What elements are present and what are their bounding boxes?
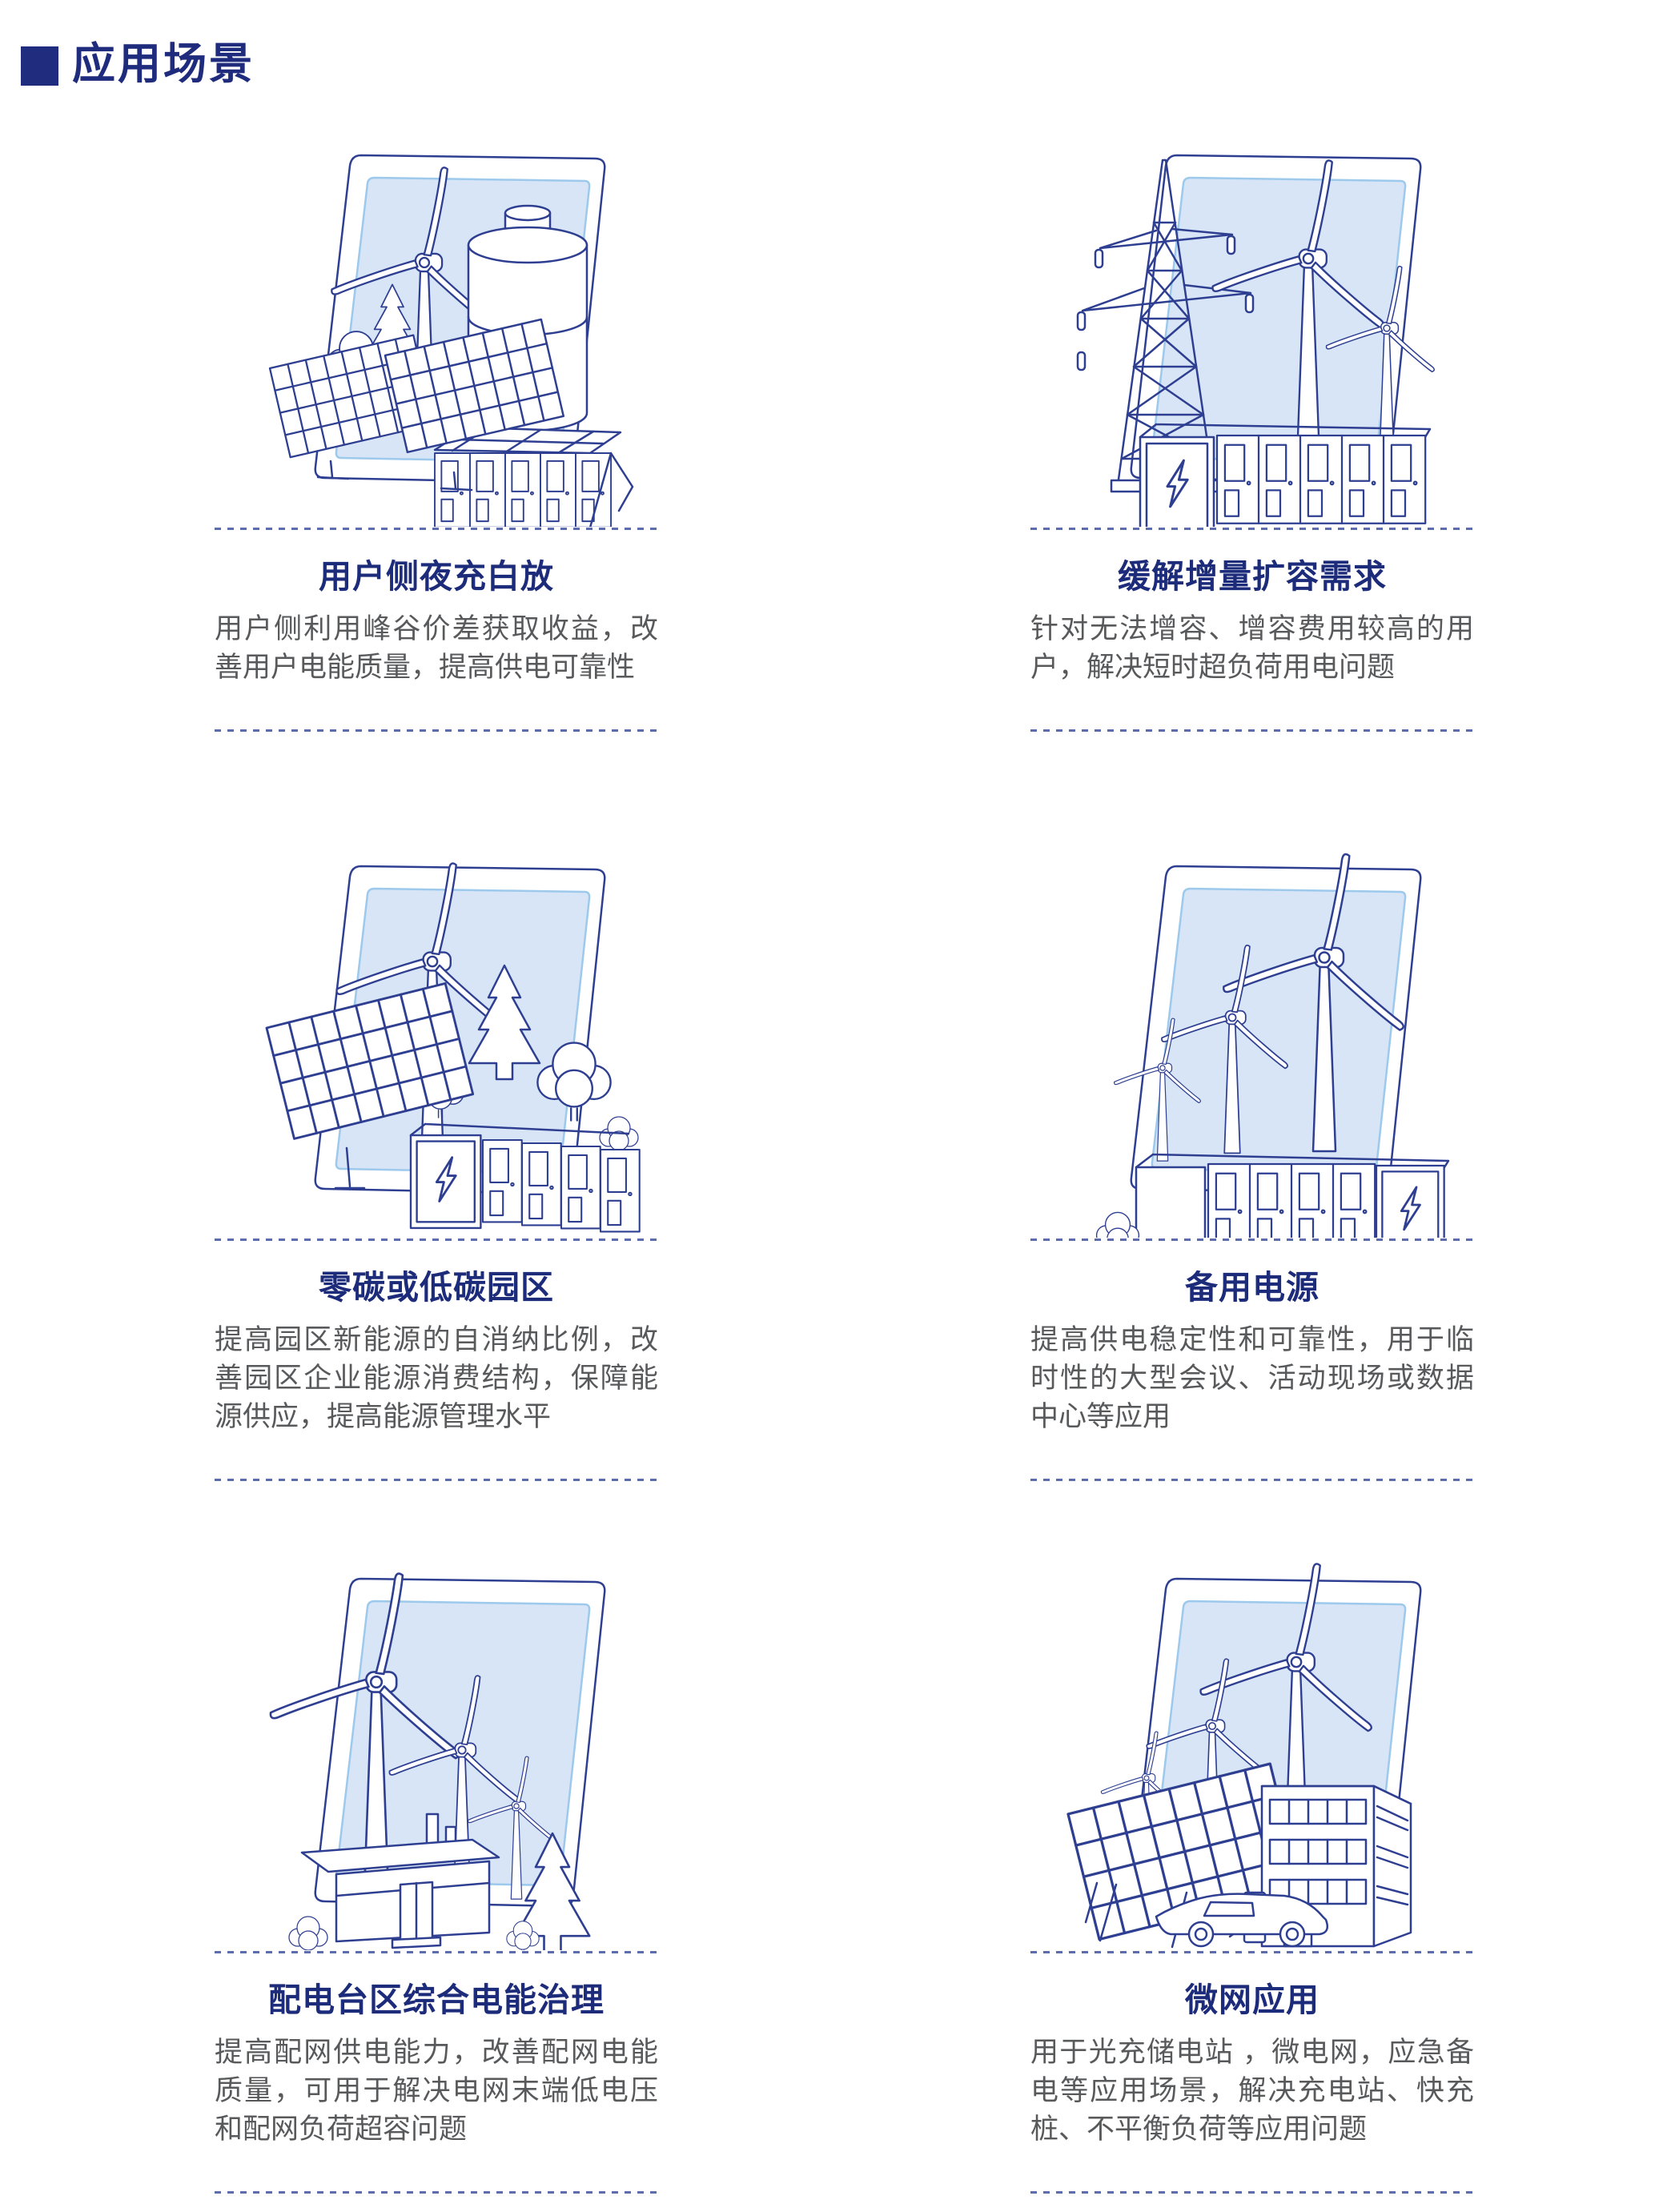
page-title: 应用场景: [72, 40, 255, 88]
illustration-distribution-area: [215, 1534, 606, 1950]
pole-solar-panel-icon: [265, 982, 475, 1190]
illustration-user-side: [268, 154, 634, 527]
substation-building-icon: [300, 1813, 500, 1949]
divider-dashed: [215, 729, 658, 732]
bush-icon: [288, 1916, 328, 1950]
card-title: 用户侧夜充白放: [319, 558, 554, 595]
card-body: 用于光充储电站 ，微电网，应急备电等应用场景，解决充电站、快充桩、不平衡负荷等应…: [1030, 2037, 1474, 2145]
storage-cabinets-icon: [1135, 1153, 1450, 1238]
divider-dashed: [1030, 2191, 1474, 2194]
card-body: 用户侧利用峰谷价差获取收益，改善用户电能质量，提高供电可靠性: [215, 613, 658, 683]
card-body: 针对无法增容、增容费用较高的用户，解决短时超负荷用电问题: [1030, 613, 1474, 683]
divider-dashed: [215, 528, 658, 530]
card-body: 提高配网供电能力，改善配网电能质量，可用于解决电网末端低电压和配网负荷超容问题: [215, 2037, 658, 2145]
card-body: 提高供电稳定性和可靠性，用于临时性的大型会议、活动现场或数据中心等应用: [1030, 1324, 1474, 1432]
divider-dashed: [1030, 1479, 1474, 1481]
transmission-tower-icon: [1076, 159, 1255, 493]
card-title: 零碳或低碳园区: [319, 1269, 554, 1306]
illustration-capacity-expansion: [1076, 154, 1474, 527]
card-title: 缓解增量扩容需求: [1118, 558, 1387, 595]
divider-dashed: [215, 1951, 658, 1953]
bush-icon: [1095, 1211, 1140, 1238]
section-marker-square: [21, 46, 58, 86]
storage-cabinets-icon: [1139, 423, 1432, 527]
card-title: 备用电源: [1185, 1269, 1320, 1306]
divider-dashed: [1030, 1951, 1474, 1953]
electric-car-icon: [1155, 1893, 1328, 1948]
illustration-backup-power: [1095, 821, 1450, 1238]
solar-panels-icon: [268, 318, 565, 492]
illustration-low-carbon-park: [265, 821, 641, 1233]
divider-dashed: [215, 1479, 658, 1481]
illustration-microgrid: [1066, 1534, 1422, 1949]
card-body: 提高园区新能源的自消纳比例，改善园区企业能源消费结构，保障能源供应，提高能源管理…: [215, 1324, 658, 1432]
storage-cabinets-icon: [433, 426, 634, 527]
divider-dashed: [215, 2191, 658, 2194]
divider-dashed: [215, 1238, 658, 1241]
card-title: 配电台区综合电能治理: [268, 1981, 605, 2018]
divider-dashed: [1030, 1238, 1474, 1241]
divider-dashed: [1030, 729, 1474, 732]
divider-dashed: [1030, 528, 1474, 530]
card-title: 微网应用: [1185, 1981, 1320, 2018]
storage-cabinets-icon: [409, 1122, 641, 1233]
